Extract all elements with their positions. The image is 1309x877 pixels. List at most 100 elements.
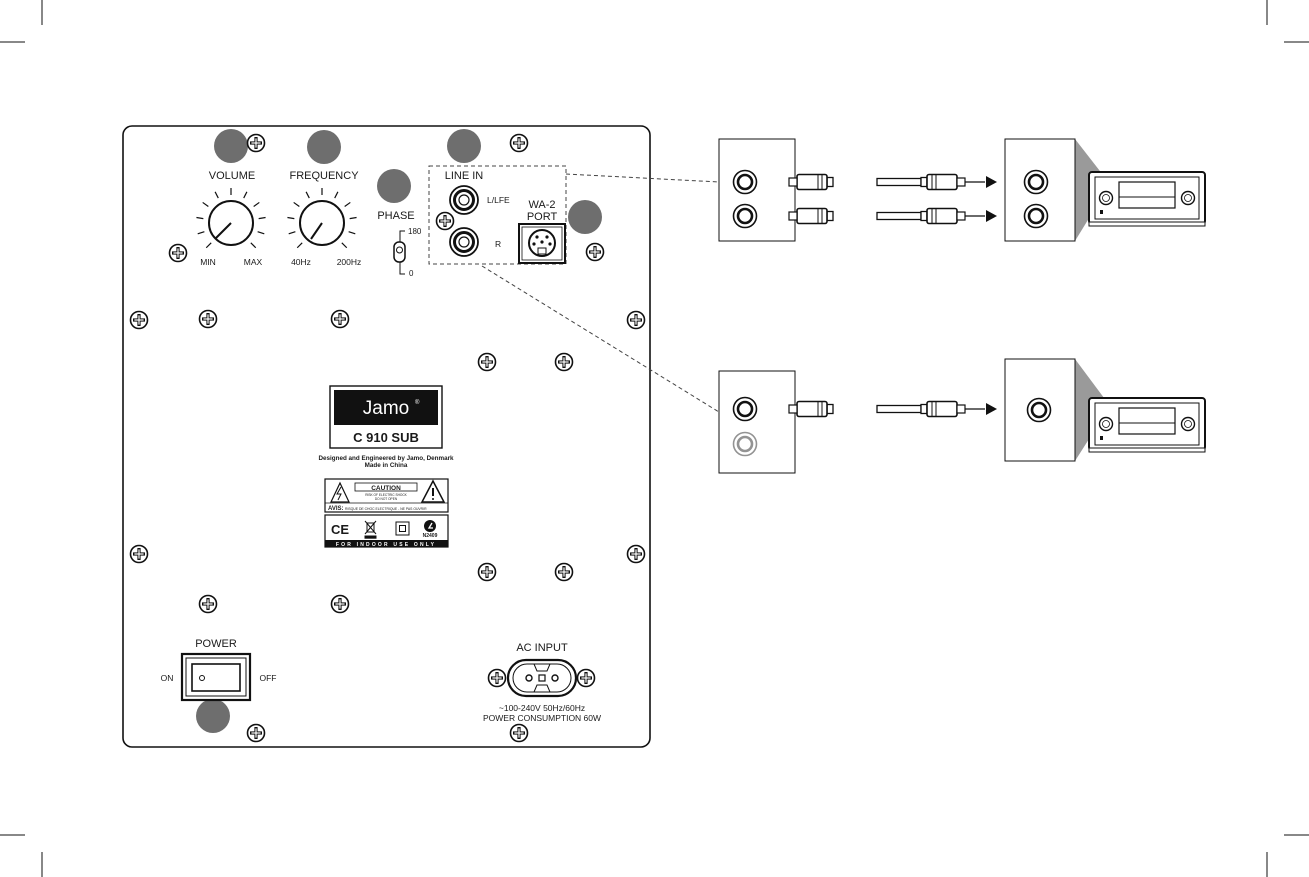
knob-tick [305, 191, 310, 199]
callout-phase [377, 169, 411, 203]
knob-tick [205, 242, 212, 249]
rca-cable [876, 177, 922, 187]
volume-pointer [215, 222, 232, 239]
line-in-right-jack[interactable] [448, 226, 480, 258]
phase-label: PHASE [377, 210, 414, 222]
screw-icon [129, 544, 149, 564]
callout-wa2 [568, 200, 602, 234]
line-in-group [428, 165, 567, 265]
screw-icon [168, 243, 188, 263]
rca-jack-icon [1023, 203, 1049, 229]
knob-tick [287, 216, 295, 220]
receiver-icon [1088, 397, 1206, 453]
svg-text:RISK OF ELECTRIC SHOCK: RISK OF ELECTRIC SHOCK [365, 493, 407, 497]
svg-text:®: ® [415, 399, 420, 406]
rca-jack-icon [732, 169, 758, 195]
rca-jack-icon [1026, 397, 1052, 423]
rca-jack-icon [732, 396, 758, 422]
screw-icon [576, 668, 596, 688]
knob-tick [202, 201, 209, 208]
screw-icon [477, 352, 497, 372]
warning-triangle-icon [330, 481, 350, 503]
ac-input[interactable]: AC INPUT ~100-240V 50Hz/60Hz POWER CONSU… [483, 642, 601, 723]
frequency-label: FREQUENCY [289, 170, 359, 182]
wa2-label-2: PORT [527, 211, 558, 223]
receiver-icon [1088, 171, 1206, 227]
screw-icon [554, 562, 574, 582]
line-in-label: LINE IN [445, 170, 484, 182]
wa2-port[interactable]: WA-2 PORT [518, 199, 566, 264]
screw-icon [626, 310, 646, 330]
screw-icon [246, 133, 266, 153]
callout-markers [196, 129, 602, 733]
knob-tick [296, 242, 303, 249]
callout-power [196, 699, 230, 733]
jamo-logo: Jamo [363, 398, 409, 419]
knob-tick [197, 231, 205, 235]
knob-tick [214, 191, 219, 199]
ce-mark-icon: CE [331, 522, 349, 537]
volume-label: VOLUME [209, 170, 255, 182]
knob-tick [349, 216, 357, 220]
screw-icon [626, 544, 646, 564]
connection-diagram-stereo [718, 138, 1206, 242]
screw-icon [330, 594, 350, 614]
model-name: C 910 SUB [353, 430, 419, 445]
knob-tick [348, 231, 356, 235]
svg-text:RISQUE DE CHOC ELECTRIQUE - NE: RISQUE DE CHOC ELECTRIQUE - NE PAS OUVRI… [345, 507, 427, 511]
frequency-pointer [310, 222, 323, 240]
screw-icon [198, 309, 218, 329]
power-switch[interactable]: POWER ON OFF [161, 638, 277, 702]
arrow-icon [986, 403, 997, 415]
caution-label: CAUTION RISK OF ELECTRIC SHOCK DO NOT OP… [324, 478, 449, 513]
rca-cable [876, 211, 922, 221]
frequency-control[interactable]: FREQUENCY 40Hz 200Hz [287, 170, 361, 267]
leader-lines [481, 173, 720, 413]
designed-line: Designed and Engineered by Jamo, Denmark [318, 455, 454, 462]
knob-tick [243, 191, 248, 199]
frequency-min: 40Hz [291, 257, 311, 267]
line-in-left-jack[interactable] [448, 184, 480, 216]
knob-tick [334, 191, 339, 199]
arrow-icon [986, 210, 997, 222]
made-line: Made in China [365, 462, 408, 469]
sub-input-box [718, 138, 796, 242]
certification-label: CE N2409 FOR INDOOR USE ONLY [324, 514, 449, 548]
knob-tick [258, 216, 266, 220]
svg-text:N2409: N2409 [423, 533, 438, 539]
svg-text:DO NOT OPEN: DO NOT OPEN [375, 497, 398, 501]
power-label: POWER [195, 638, 237, 650]
phase-0: 0 [409, 269, 414, 278]
double-insulation-icon [395, 521, 410, 536]
power-on-label: ON [161, 673, 174, 683]
screw-icon [435, 211, 455, 231]
line-in-right-label: R [495, 239, 501, 249]
knob-tick [257, 231, 265, 235]
knob-tick [288, 231, 296, 235]
knob-tick [293, 201, 300, 208]
screw-icon [585, 242, 605, 262]
weee-bin-icon [364, 520, 377, 539]
ac-input-label: AC INPUT [516, 642, 568, 654]
volume-control[interactable]: VOLUME MIN MAX [196, 170, 266, 267]
svg-text:AVIS:: AVIS: [328, 506, 344, 512]
phase-switch[interactable]: PHASE 180 0 [377, 210, 422, 278]
screw-icon [554, 352, 574, 372]
frequency-ticks [287, 188, 357, 249]
volume-max: MAX [244, 257, 263, 267]
ac-input-spec-2: POWER CONSUMPTION 60W [483, 713, 601, 723]
knob-tick [344, 201, 351, 208]
arrow-icon [986, 176, 997, 188]
rca-jack-icon [732, 203, 758, 229]
power-off-label: OFF [260, 673, 277, 683]
screw-icon [246, 723, 266, 743]
callout-line-in [447, 129, 481, 163]
rca-jack-icon [1023, 169, 1049, 195]
callout-frequency [307, 130, 341, 164]
svg-text:CAUTION: CAUTION [371, 485, 401, 492]
sub-input-box [718, 370, 796, 474]
screw-icon [330, 309, 350, 329]
wa2-label-1: WA-2 [528, 199, 555, 211]
screw-icon [509, 723, 529, 743]
